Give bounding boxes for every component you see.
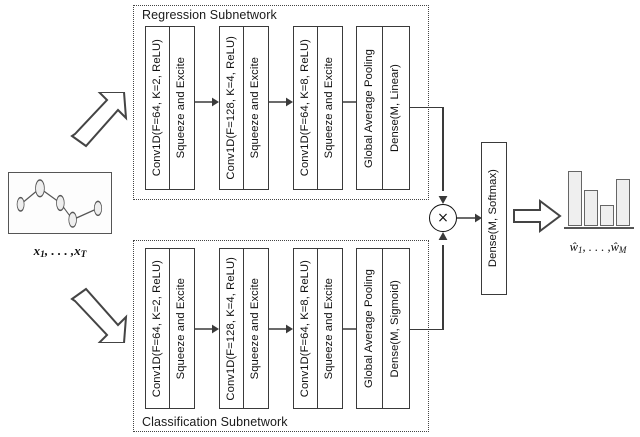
regression-arrow-2 xyxy=(269,97,293,107)
output-bar-4 xyxy=(616,179,630,226)
regression-conv1d-3: Conv1D(F=64, K=8, ReLU) xyxy=(294,27,319,189)
regression-head-block: Global Average Pooling Dense(M, Linear) xyxy=(356,26,410,190)
output-chart-baseline xyxy=(564,227,634,229)
multiply-operator: × xyxy=(437,210,449,226)
regression-output-line-vertical xyxy=(442,107,444,191)
regression-se-2: Squeeze and Excite xyxy=(244,27,268,189)
output-ellipsis: , . . . , xyxy=(582,240,611,254)
classification-output-line-vertical xyxy=(442,245,444,330)
input-var-x1: x1 xyxy=(33,243,45,261)
regression-conv1d-1: Conv1D(F=64, K=2, ReLU) xyxy=(146,27,171,189)
output-bar-2 xyxy=(584,190,598,226)
classification-se-1: Squeeze and Excite xyxy=(170,249,194,408)
classification-conv-block-3: Conv1D(F=64, K=8, ReLU) Squeeze and Exci… xyxy=(293,248,343,409)
multiply-to-softmax-arrow xyxy=(457,213,482,223)
input-ellipsis: , . . . , xyxy=(44,243,75,258)
input-series-label: x1, . . . ,xT xyxy=(8,243,112,260)
input-series-box xyxy=(8,172,112,234)
output-bar-chart xyxy=(568,168,630,226)
classification-head-block: Global Average Pooling Dense(M, Sigmoid) xyxy=(356,248,410,409)
classification-dense-sigmoid: Dense(M, Sigmoid) xyxy=(383,249,409,408)
output-dense-softmax-block: Dense(M, Softmax) xyxy=(481,142,507,295)
classification-conv1d-2: Conv1D(F=128, K=4, ReLU) xyxy=(220,249,245,408)
output-weights-label: ŵ1, . . . ,ŵM xyxy=(556,240,640,255)
right-block-arrow-icon xyxy=(513,199,562,233)
output-dense-softmax-label: Dense(M, Softmax) xyxy=(487,169,500,268)
regression-output-line-horizontal xyxy=(410,107,444,109)
regression-arrow-1 xyxy=(195,97,219,107)
regression-se-3: Squeeze and Excite xyxy=(318,27,342,189)
down-right-arrow-icon xyxy=(70,287,128,343)
up-right-arrow-icon xyxy=(70,92,128,148)
regression-conv-block-2: Conv1D(F=128, K=4, ReLU) Squeeze and Exc… xyxy=(219,26,269,190)
output-var-wM: ŵM xyxy=(610,240,627,255)
classification-subnetwork-container xyxy=(133,240,429,432)
classification-conv1d-3: Conv1D(F=64, K=8, ReLU) xyxy=(294,249,319,408)
regression-global-average-pooling: Global Average Pooling xyxy=(357,27,384,189)
regression-to-multiply-arrowhead xyxy=(438,196,448,204)
classification-global-average-pooling: Global Average Pooling xyxy=(357,249,384,408)
classification-se-3: Squeeze and Excite xyxy=(318,249,342,408)
input-series-graph xyxy=(16,179,103,228)
regression-se-1: Squeeze and Excite xyxy=(170,27,194,189)
classification-to-multiply-arrowhead xyxy=(438,232,448,240)
multiply-node: × xyxy=(429,204,457,232)
output-var-w1: ŵ1 xyxy=(569,240,583,255)
regression-dense-linear: Dense(M, Linear) xyxy=(383,27,409,189)
regression-subnetwork-container xyxy=(133,5,429,200)
regression-conv1d-2: Conv1D(F=128, K=4, ReLU) xyxy=(220,27,245,189)
classification-arrow-1 xyxy=(195,324,219,334)
output-bar-3 xyxy=(600,205,614,226)
regression-subnetwork-title: Regression Subnetwork xyxy=(142,8,277,22)
classification-conv1d-1: Conv1D(F=64, K=2, ReLU) xyxy=(146,249,171,408)
regression-conv-block-1: Conv1D(F=64, K=2, ReLU) Squeeze and Exci… xyxy=(145,26,195,190)
classification-conv-block-2: Conv1D(F=128, K=4, ReLU) Squeeze and Exc… xyxy=(219,248,269,409)
classification-arrow-2 xyxy=(269,324,293,334)
classification-output-line-horizontal xyxy=(410,329,444,331)
classification-conv-block-1: Conv1D(F=64, K=2, ReLU) Squeeze and Exci… xyxy=(145,248,195,409)
classification-se-2: Squeeze and Excite xyxy=(244,249,268,408)
regression-conv-block-3: Conv1D(F=64, K=8, ReLU) Squeeze and Exci… xyxy=(293,26,343,190)
input-var-xT: xT xyxy=(74,243,87,261)
classification-subnetwork-title: Classification Subnetwork xyxy=(142,415,288,429)
output-bar-1 xyxy=(568,171,582,226)
